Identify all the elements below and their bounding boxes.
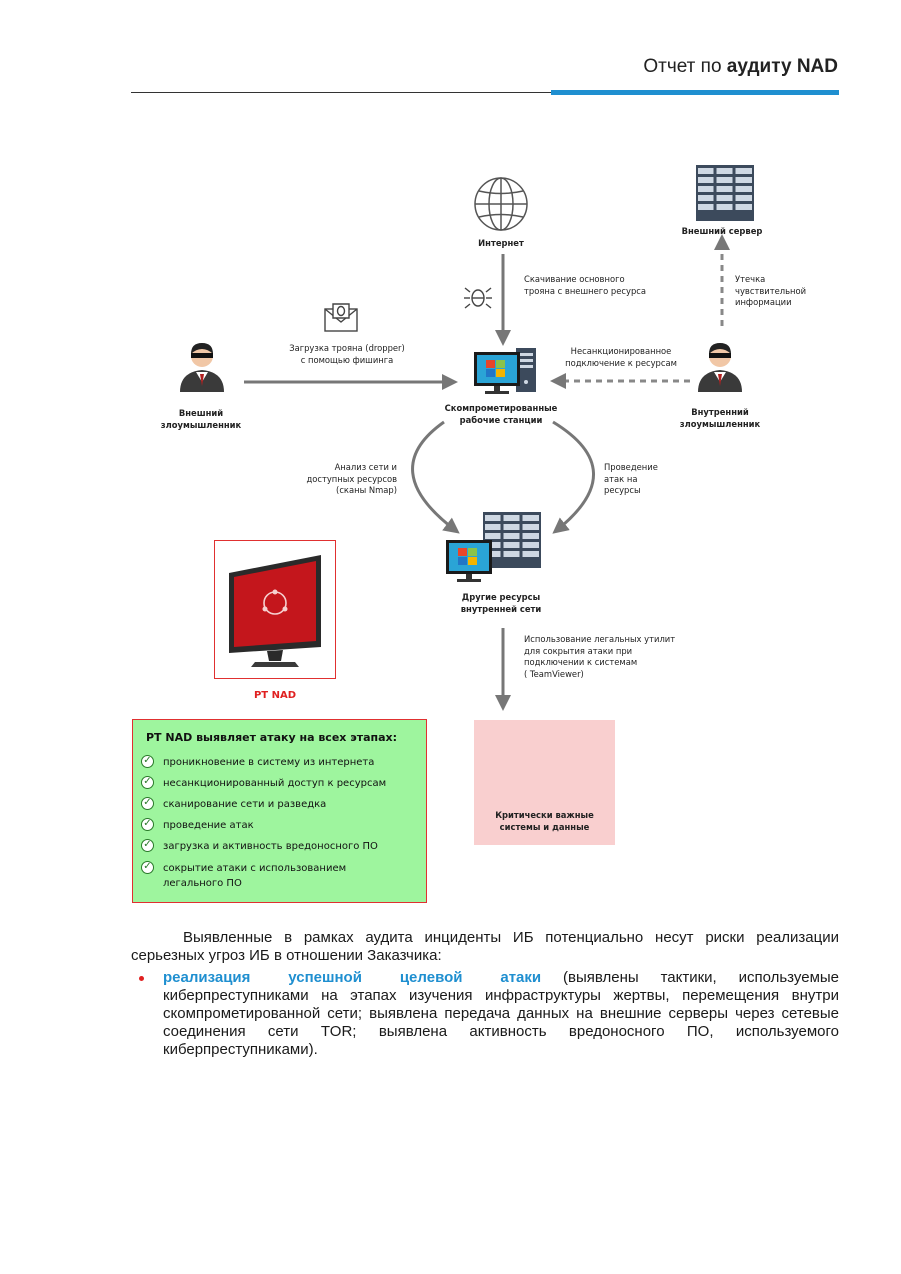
- risk-bullet: реализация успешной целевой атаки (выявл…: [139, 969, 839, 1059]
- check-icon: ✓: [141, 839, 154, 852]
- risk-bullet-text: (выявлены тактики, используемые киберпре…: [163, 969, 839, 1058]
- ptnad-image-frame: [214, 540, 336, 679]
- detection-summary-box: PT NAD выявляет атаку на всех этапах: ✓п…: [132, 719, 427, 903]
- header-divider: [131, 92, 551, 93]
- detection-item: ✓несанкционированный доступ к ресурсам: [141, 776, 386, 791]
- report-title-prefix: Отчет по: [643, 56, 727, 77]
- scan-arrow: [411, 420, 460, 534]
- header-accent-bar: [551, 90, 839, 95]
- ptnad-monitor-icon: [229, 555, 321, 667]
- report-title: Отчет по аудиту NAD: [643, 56, 838, 78]
- attack-arrow: [552, 420, 595, 534]
- check-icon: ✓: [141, 861, 154, 874]
- check-icon: ✓: [141, 755, 154, 768]
- internal-attacker-icon: [698, 343, 742, 392]
- detection-item: ✓сканирование сети и разведка: [141, 797, 326, 812]
- detection-item: ✓проникновение в систему из интернета: [141, 755, 374, 770]
- detection-item: ✓загрузка и активность вредоносного ПО: [141, 839, 378, 854]
- detection-item: ✓сокрытие атаки с использованием легальн…: [141, 861, 346, 891]
- workstation-icon: [474, 348, 536, 394]
- report-title-bold: аудиту NAD: [726, 56, 838, 77]
- check-icon: ✓: [141, 818, 154, 831]
- external-server-label: Внешний сервер: [681, 226, 763, 236]
- intro-paragraph: Выявленные в рамках аудита инциденты ИБ …: [131, 929, 839, 964]
- risk-bullet-heading: реализация успешной целевой атаки: [163, 969, 542, 986]
- bullet-dot-icon: [139, 976, 144, 981]
- internet-label: Интернет: [478, 238, 524, 248]
- phishing-label: Загрузка трояна (dropper)с помощью фишин…: [289, 343, 405, 365]
- external-attacker-icon: [180, 343, 224, 392]
- other-resources-icon: [446, 510, 543, 582]
- bug-icon: [464, 287, 492, 309]
- detection-title: PT NAD выявляет атаку на всех этапах:: [146, 731, 398, 744]
- external-server-icon: [694, 163, 756, 223]
- ptnad-caption: PT NAD: [253, 690, 297, 701]
- detection-item: ✓проведение атак: [141, 818, 254, 833]
- critical-systems-box: [474, 720, 615, 845]
- phishing-mail-icon: [324, 303, 358, 332]
- globe-icon: [474, 177, 528, 231]
- check-icon: ✓: [141, 797, 154, 810]
- check-icon: ✓: [141, 776, 154, 789]
